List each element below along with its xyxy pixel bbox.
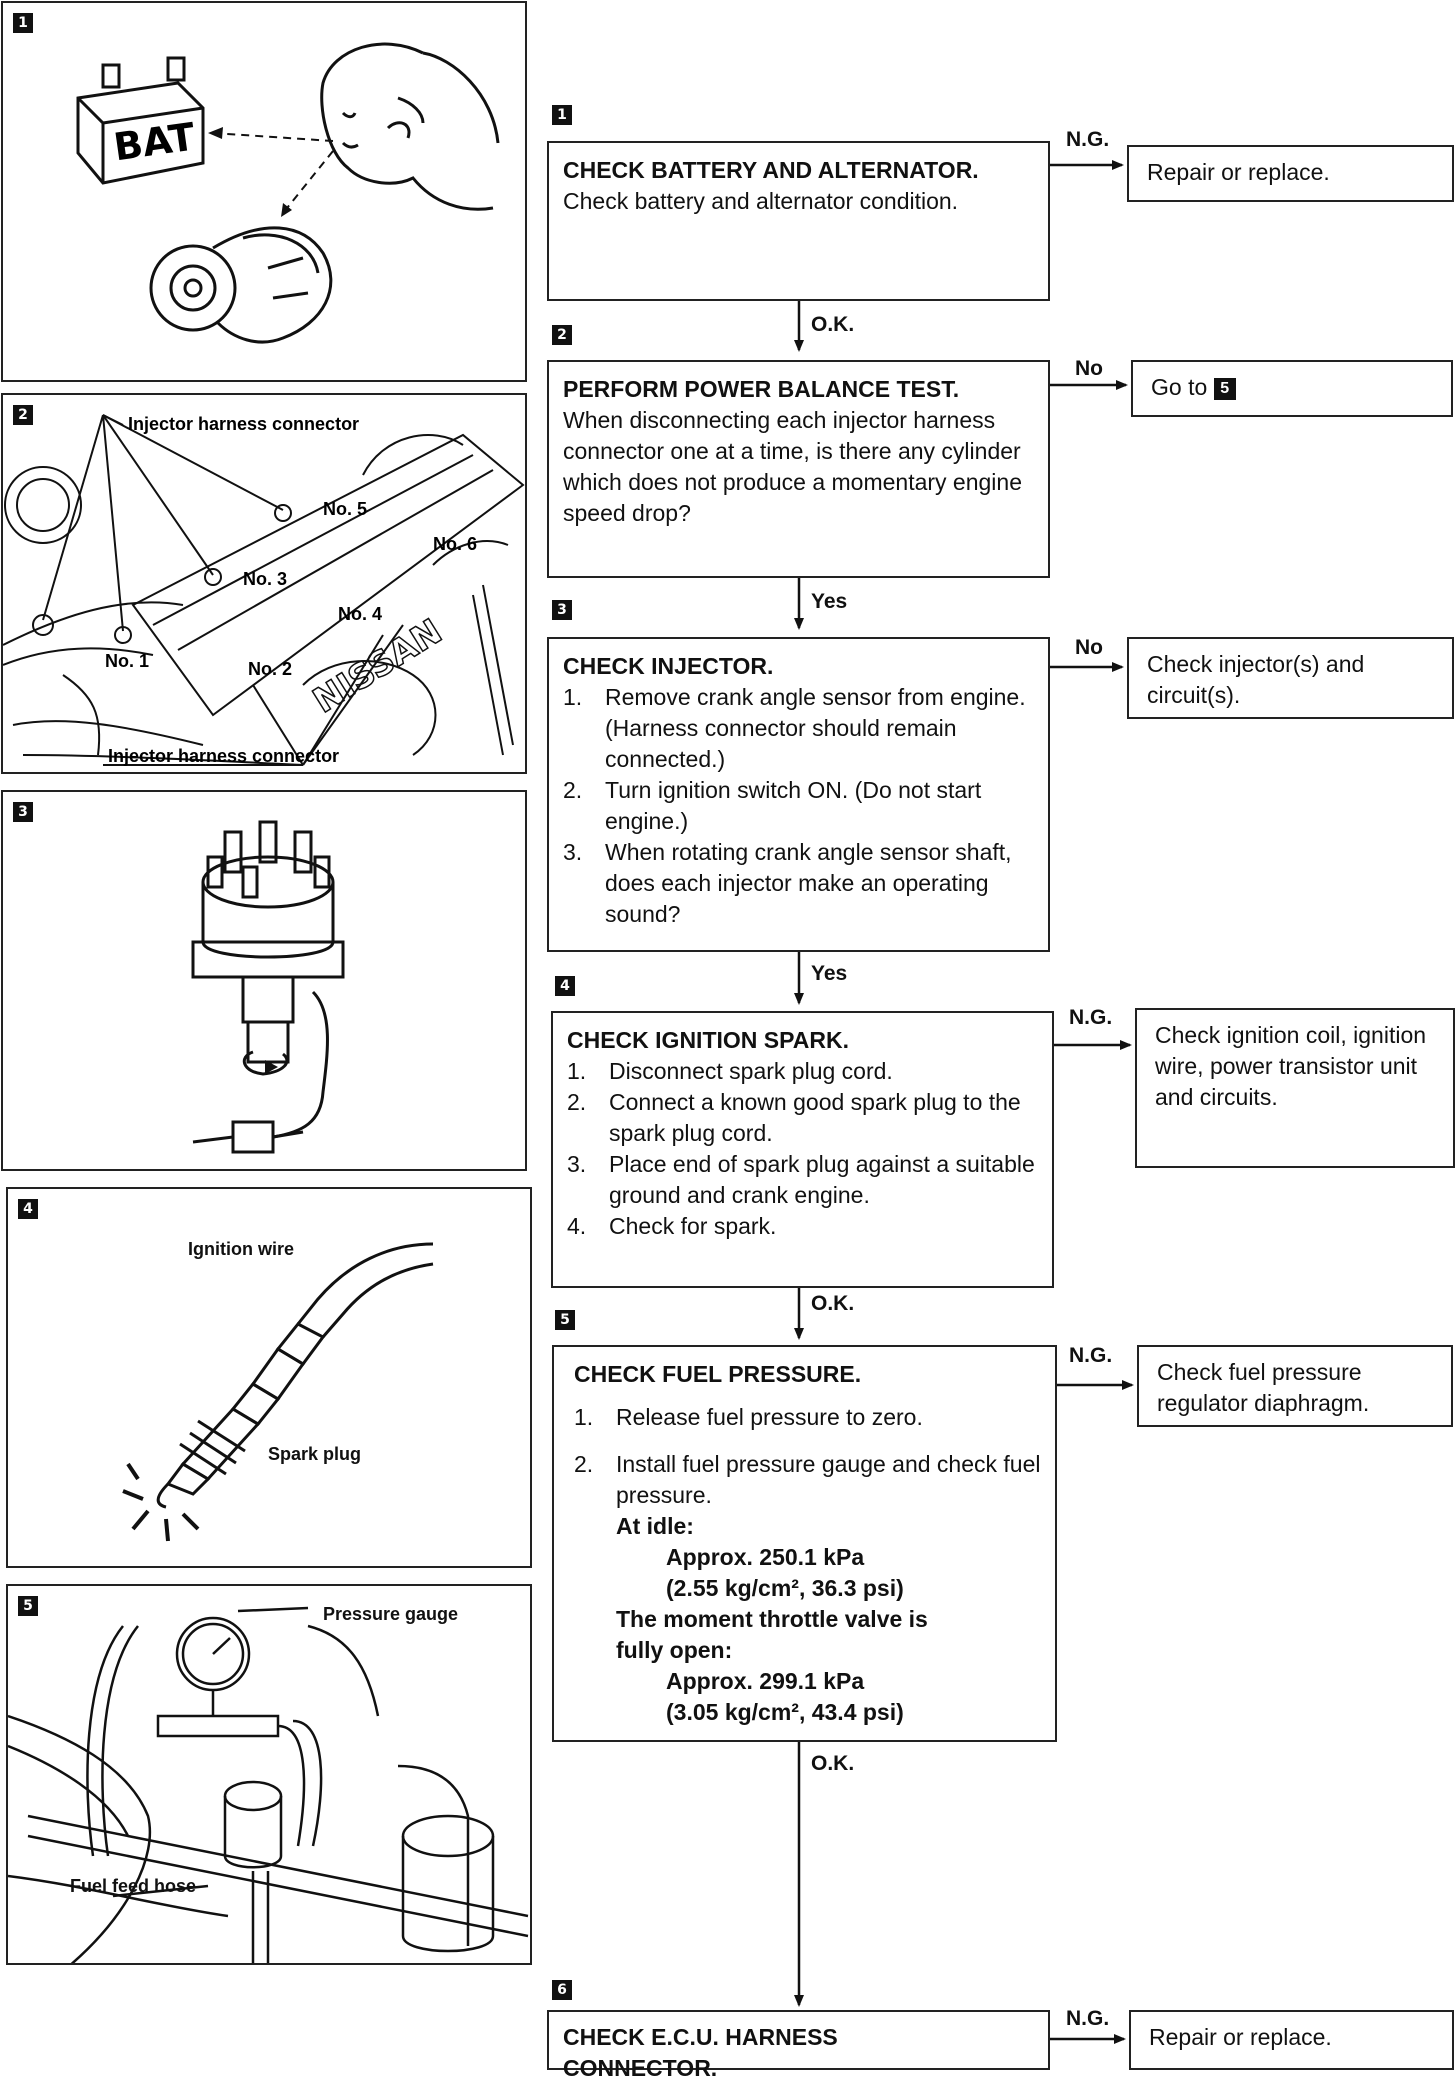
result-box-6: Repair or replace. <box>1129 2010 1454 2070</box>
panel-badge: 3 <box>13 802 33 822</box>
step-title: CHECK FUEL PRESSURE. <box>574 1361 862 1387</box>
step-badge-6: 6 <box>552 1980 572 2000</box>
list-item: 2.Turn ignition switch ON. (Do not start… <box>563 777 982 834</box>
cylinder-no3-label: No. 3 <box>243 569 287 589</box>
ok-label-4: O.K. <box>811 1292 855 1315</box>
step-list: 1.Release fuel pressure to zero. 2.Insta… <box>574 1402 1041 1511</box>
ng-label-1: N.G. <box>1066 128 1110 151</box>
goto-step-badge: 5 <box>1213 377 1236 400</box>
cylinder-no4-label: No. 4 <box>338 604 382 624</box>
cylinder-no5-label: No. 5 <box>323 499 367 519</box>
list-item: 3.When rotating crank angle sensor shaft… <box>563 839 1012 927</box>
ng-label-4: N.G. <box>1069 1006 1113 1029</box>
injector-connector-label-top: Injector harness connector <box>128 414 359 434</box>
ok-label-1: O.K. <box>811 313 855 336</box>
step-list: 1.Disconnect spark plug cord. 2.Connect … <box>567 1056 1038 1242</box>
ng-label-6: N.G. <box>1066 2007 1110 2030</box>
ng-label-5: N.G. <box>1069 1344 1113 1367</box>
illustration-panel-4: 4 Ignition wire Spark plug <box>6 1187 532 1568</box>
step-title: PERFORM POWER BALANCE TEST. <box>563 376 960 402</box>
step-box-1: CHECK BATTERY AND ALTERNATOR. Check batt… <box>547 141 1050 301</box>
illustration-panel-5: 5 Pressure gauge Fuel feed hose <box>6 1584 532 1965</box>
step-box-3: CHECK INJECTOR. 1.Remove crank angle sen… <box>547 637 1050 952</box>
spec-idle-value: Approx. 250.1 kPa <box>666 1544 865 1570</box>
result-box-5: Check fuel pressure regulator diaphragm. <box>1137 1345 1453 1427</box>
step-badge-1: 1 <box>552 105 572 125</box>
crank-angle-sensor-illustration <box>191 820 345 1154</box>
step-body: When disconnecting each injector harness… <box>563 407 1023 526</box>
spec-idle-label: At idle: <box>616 1513 694 1539</box>
spec-open-value: Approx. 299.1 kPa <box>666 1668 865 1694</box>
spec-open-label: The moment throttle valve is fully open: <box>616 1606 928 1663</box>
illustration-panel-1: 1 BAT <box>1 1 527 382</box>
cylinder-no1-label: No. 1 <box>105 651 149 671</box>
list-item: 3.Place end of spark plug against a suit… <box>567 1151 1035 1208</box>
no-label-3: No <box>1075 636 1103 659</box>
ok-label-5: O.K. <box>811 1752 855 1775</box>
fuel-pressure-gauge-illustration <box>8 1606 529 1963</box>
list-item: 1.Remove crank angle sensor from engine.… <box>563 684 1026 772</box>
spec-open-alt: (3.05 kg/cm², 43.4 psi) <box>666 1699 904 1725</box>
panel-badge: 5 <box>18 1596 38 1616</box>
injector-connector-label-bottom: Injector harness connector <box>108 746 339 766</box>
panel-badge: 4 <box>18 1199 38 1219</box>
cylinder-no2-label: No. 2 <box>248 659 292 679</box>
list-item: 1.Release fuel pressure to zero. <box>574 1404 923 1430</box>
spec-idle-alt: (2.55 kg/cm², 36.3 psi) <box>666 1575 904 1601</box>
step-badge-3: 3 <box>552 600 572 620</box>
list-item: 1.Disconnect spark plug cord. <box>567 1058 893 1084</box>
yes-label-2: Yes <box>811 590 848 613</box>
spark-plug-illustration <box>122 1242 434 1542</box>
yes-label-3: Yes <box>811 962 848 985</box>
step-title: CHECK BATTERY AND ALTERNATOR. <box>563 157 979 183</box>
result-box-1: Repair or replace. <box>1127 145 1454 202</box>
list-item: 2.Connect a known good spark plug to the… <box>567 1089 1021 1146</box>
list-item: 4.Check for spark. <box>567 1213 777 1239</box>
no-label-2: No <box>1075 357 1103 380</box>
step-badge-2: 2 <box>552 325 572 345</box>
engine-injector-illustration: Injector harness connector Injector harn… <box>3 414 525 766</box>
step-list: 1.Remove crank angle sensor from engine.… <box>563 682 1034 930</box>
result-box-2: Go to 5 <box>1131 360 1453 417</box>
step-badge-4: 4 <box>555 976 575 996</box>
panel-badge: 1 <box>13 13 33 33</box>
step-title: CHECK INJECTOR. <box>563 653 774 679</box>
step-box-5: CHECK FUEL PRESSURE. 1.Release fuel pres… <box>552 1345 1057 1742</box>
step-title: CHECK IGNITION SPARK. <box>567 1027 849 1053</box>
ignition-wire-label: Ignition wire <box>188 1239 294 1259</box>
step-box-6: CHECK E.C.U. HARNESS CONNECTOR. <box>547 2010 1050 2081</box>
result-box-4: Check ignition coil, ignition wire, powe… <box>1135 1008 1455 1168</box>
step-box-2: PERFORM POWER BALANCE TEST. When disconn… <box>547 360 1050 578</box>
result-box-3: Check injector(s) and circuit(s). <box>1127 637 1454 719</box>
illustration-panel-2: 2 <box>1 393 527 774</box>
pressure-gauge-label: Pressure gauge <box>323 1604 459 1624</box>
goto-text: Go to <box>1151 374 1208 400</box>
step-title: CHECK E.C.U. HARNESS CONNECTOR. <box>563 2024 838 2081</box>
spark-plug-label: Spark plug <box>268 1444 362 1464</box>
cylinder-no6-label: No. 6 <box>433 534 477 554</box>
panel-badge: 2 <box>13 405 33 425</box>
battery-alternator-illustration: BAT <box>76 42 500 344</box>
step-box-4: CHECK IGNITION SPARK. 1.Disconnect spark… <box>551 1011 1054 1288</box>
step-badge-5: 5 <box>555 1310 575 1330</box>
step-body: Check battery and alternator condition. <box>563 188 959 214</box>
list-item: 2.Install fuel pressure gauge and check … <box>574 1451 1041 1508</box>
illustration-panel-3: 3 <box>1 790 527 1171</box>
